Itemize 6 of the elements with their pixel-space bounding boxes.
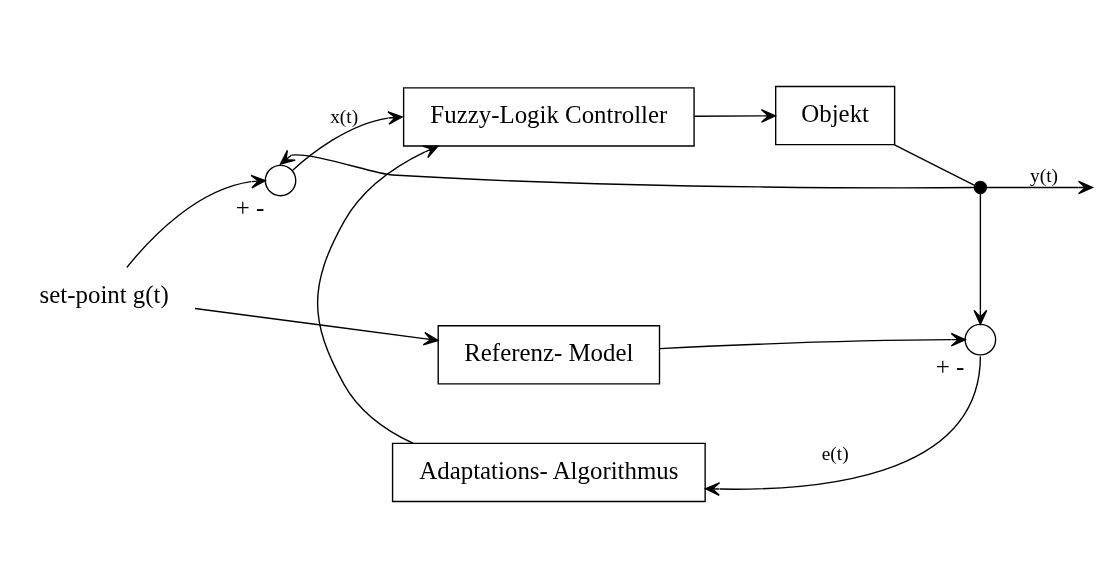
node-label: + - <box>235 193 265 221</box>
node-label: + - <box>935 352 965 380</box>
edge-label: x(t) <box>330 105 359 127</box>
edge-label: e(t) <box>821 442 849 464</box>
node-text: set-point g(t) <box>39 280 169 308</box>
edge-label: y(t) <box>1030 164 1058 186</box>
